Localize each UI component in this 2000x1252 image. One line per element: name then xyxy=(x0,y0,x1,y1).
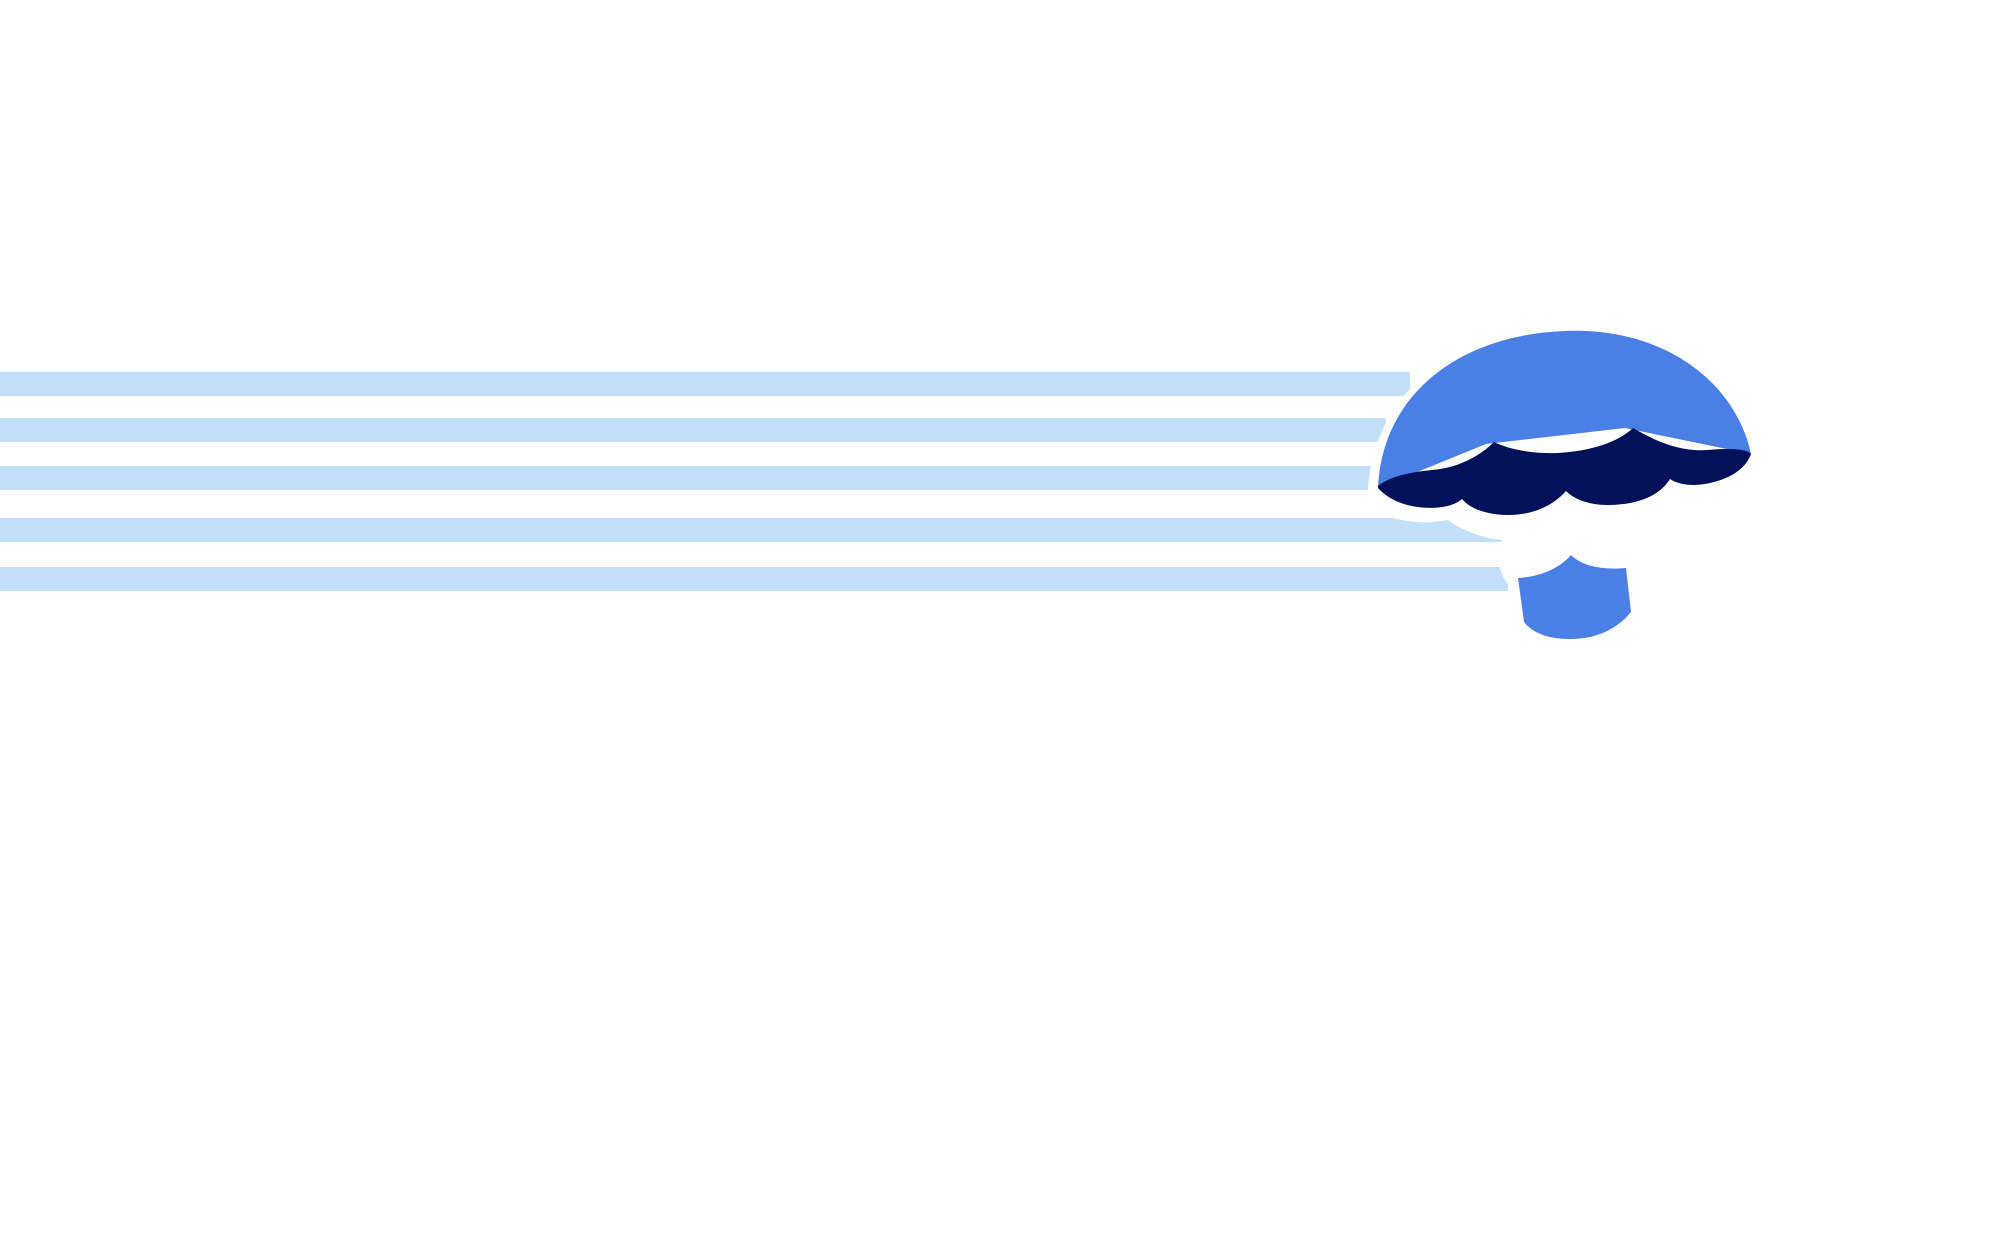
speed-line xyxy=(0,567,1508,591)
mushroom-icon xyxy=(1368,323,1789,651)
mushroom-stem xyxy=(1518,555,1631,639)
speed-line xyxy=(0,372,1410,396)
speed-line xyxy=(0,418,1386,442)
speed-line xyxy=(0,466,1372,490)
speed-lines xyxy=(0,372,1512,591)
mushroom-cap-underside xyxy=(1378,428,1751,515)
mushroom-cap xyxy=(1378,330,1751,488)
speed-line xyxy=(0,518,1512,542)
